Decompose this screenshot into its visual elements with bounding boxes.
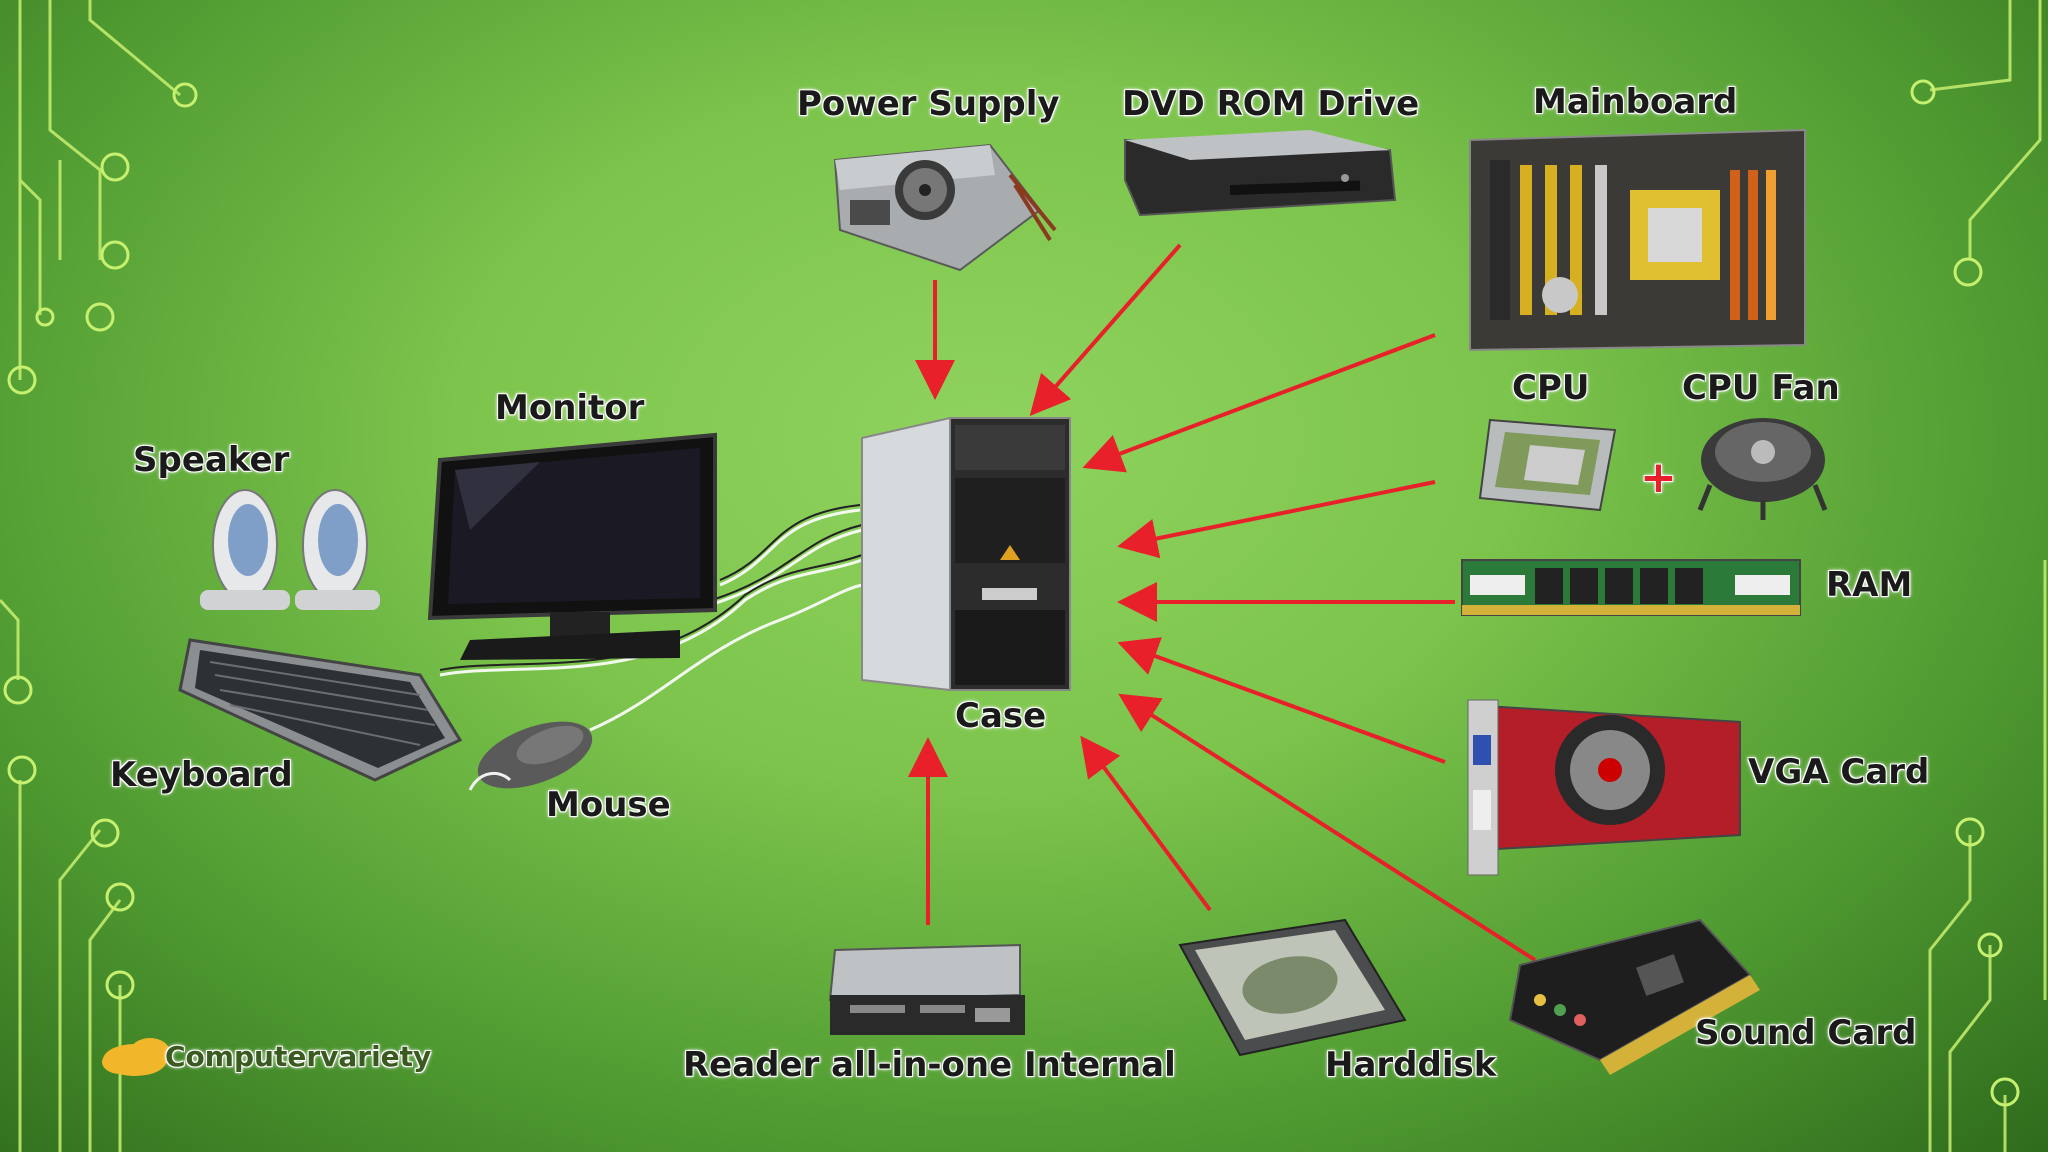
keyboard-image — [178, 638, 463, 782]
label-harddisk: Harddisk — [1325, 1045, 1497, 1085]
arrow-dvd-rom — [1029, 243, 1182, 417]
label-mouse: Mouse — [546, 785, 671, 825]
arrow-vga — [1117, 637, 1446, 764]
label-reader: Reader all-in-one Internal — [683, 1045, 1176, 1085]
arrow-cpu — [1117, 480, 1436, 559]
cpu-image — [1478, 418, 1617, 512]
logo-cloud-icon — [102, 1038, 170, 1076]
label-power-supply: Power Supply — [797, 84, 1060, 124]
monitor-image — [427, 432, 717, 660]
label-cpu-fan: CPU Fan — [1682, 368, 1840, 408]
label-monitor: Monitor — [495, 388, 645, 428]
label-keyboard: Keyboard — [110, 755, 293, 795]
logo-text: Computervariety — [165, 1040, 432, 1073]
label-ram: RAM — [1826, 565, 1913, 605]
arrow-sound-card — [1118, 693, 1537, 962]
arrow-mainboard — [1082, 333, 1436, 473]
label-sound-card: Sound Card — [1695, 1013, 1917, 1053]
cpu-fan-image — [1697, 418, 1828, 520]
harddisk-image — [1178, 918, 1407, 1057]
power-supply-image — [833, 143, 1057, 272]
plus-sign: + — [1640, 452, 1677, 503]
dvd-rom-image — [1124, 130, 1397, 217]
label-cpu: CPU — [1512, 368, 1590, 408]
label-vga-card: VGA Card — [1748, 752, 1930, 792]
card-reader-image — [828, 943, 1025, 1035]
sound-card-image — [1508, 918, 1760, 1075]
case-image — [861, 416, 1071, 692]
label-mainboard: Mainboard — [1533, 82, 1738, 122]
vga-card-image — [1467, 699, 1741, 876]
speakers-image — [200, 489, 380, 610]
mouse-image — [468, 721, 593, 791]
label-dvd-rom-drive: DVD ROM Drive — [1122, 84, 1420, 124]
mainboard-image — [1469, 128, 1806, 352]
label-case: Case — [955, 696, 1047, 736]
arrow-harddisk — [1080, 735, 1212, 912]
label-speaker: Speaker — [133, 440, 290, 480]
ram-image — [1461, 559, 1801, 616]
